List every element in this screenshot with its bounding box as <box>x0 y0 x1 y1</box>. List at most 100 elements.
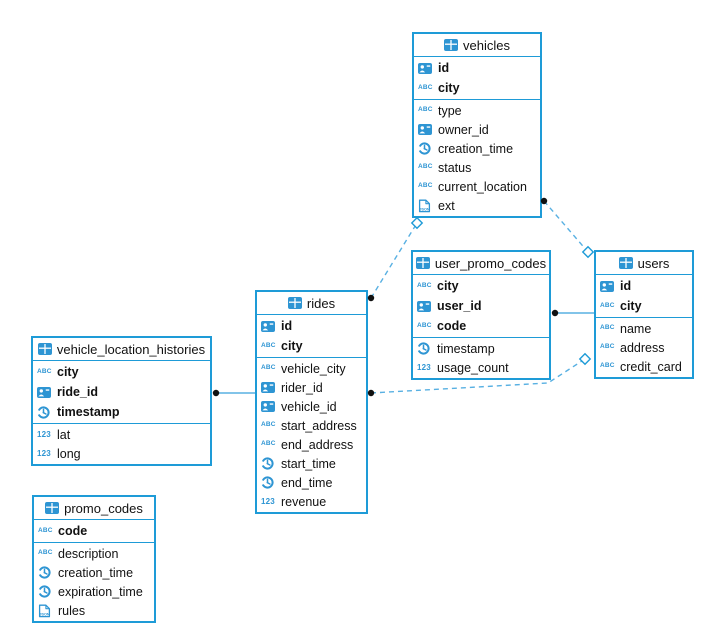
table-grid-icon <box>45 502 60 514</box>
id-badge-icon <box>261 382 281 393</box>
table-header[interactable]: rides <box>257 292 366 315</box>
column-name: ride_id <box>57 385 98 399</box>
string-type-icon: ABC <box>418 164 438 171</box>
column-name: address <box>620 340 665 355</box>
string-type-icon: ABC <box>417 321 437 330</box>
string-type-icon: ABC <box>600 302 620 310</box>
table-header[interactable]: promo_codes <box>34 497 154 520</box>
column-name: rules <box>58 603 86 618</box>
column-name: creation_time <box>438 141 514 156</box>
column-name: timestamp <box>437 341 495 356</box>
string-type-icon-label: ABC <box>418 83 433 91</box>
json-doc-icon: JSON <box>38 604 58 618</box>
column-name: long <box>57 446 81 461</box>
string-type-icon-label: ABC <box>600 324 615 332</box>
table-name: users <box>637 255 670 271</box>
column-name: rider_id <box>281 380 323 395</box>
column-row-revenue: 123 revenue <box>257 492 366 511</box>
column-row-ride_id: ride_id <box>33 382 210 402</box>
column-row-long: 123 long <box>33 444 210 463</box>
string-type-icon-label: ABC <box>38 549 53 557</box>
column-name: city <box>281 339 303 353</box>
column-name: status <box>438 160 472 175</box>
column-name: revenue <box>281 494 327 509</box>
table-grid-icon <box>444 39 459 51</box>
svg-text:JSON: JSON <box>39 612 50 616</box>
string-type-icon: ABC <box>418 107 438 114</box>
svg-text:JSON: JSON <box>419 207 430 211</box>
column-name: owner_id <box>438 122 489 137</box>
column-name: code <box>58 524 88 538</box>
column-row-id: id <box>596 276 692 296</box>
table-name: promo_codes <box>64 500 143 516</box>
column-row-name: ABC name <box>596 319 692 338</box>
string-type-icon: ABC <box>418 183 438 190</box>
timestamp-clock-icon <box>37 405 57 419</box>
id-badge-icon <box>600 280 620 292</box>
column-name: end_address <box>281 437 354 452</box>
string-type-icon: ABC <box>417 282 437 290</box>
column-name: city <box>57 365 79 379</box>
column-row-owner_id: owner_id <box>414 120 540 139</box>
column-name: city <box>437 279 459 293</box>
number-type-icon-label: 123 <box>261 496 275 506</box>
string-type-icon: ABC <box>261 441 281 448</box>
column-row-id: id <box>257 316 366 336</box>
table-name: rides <box>306 295 336 311</box>
table-header[interactable]: users <box>596 252 692 275</box>
column-row-expiration_time: expiration_time <box>34 582 154 601</box>
column-row-timestamp: timestamp <box>413 339 549 358</box>
string-type-icon-label: ABC <box>417 321 432 329</box>
string-type-icon-label: ABC <box>261 440 276 448</box>
column-row-city: ABC city <box>33 362 210 382</box>
column-name: current_location <box>438 179 527 194</box>
timestamp-clock-icon <box>38 585 58 598</box>
timestamp-clock-icon <box>261 476 281 489</box>
table-header[interactable]: vehicle_location_histories <box>33 338 210 361</box>
string-type-icon-label: ABC <box>37 367 52 375</box>
column-row-rider_id: rider_id <box>257 378 366 397</box>
column-row-id: id <box>414 58 540 78</box>
relationship-diamond-marker <box>578 352 592 366</box>
table-header[interactable]: user_promo_codes <box>413 252 549 275</box>
timestamp-clock-icon <box>417 342 437 355</box>
table-grid-icon <box>618 257 633 269</box>
column-row-end_time: end_time <box>257 473 366 492</box>
table-grid-icon <box>287 297 302 309</box>
string-type-icon: ABC <box>37 367 57 376</box>
string-type-icon: ABC <box>600 325 620 332</box>
relationship-diamond-marker <box>410 216 424 230</box>
table-name: user_promo_codes <box>434 255 547 271</box>
table-header[interactable]: vehicles <box>414 34 540 57</box>
number-type-icon: 123 <box>37 448 57 458</box>
number-type-icon-label: 123 <box>37 448 51 458</box>
string-type-icon: ABC <box>261 341 281 350</box>
column-name: user_id <box>437 299 482 313</box>
column-name: credit_card <box>620 359 682 374</box>
column-name: name <box>620 321 652 336</box>
column-row-creation_time: creation_time <box>34 563 154 582</box>
string-type-icon-label: ABC <box>261 341 276 349</box>
